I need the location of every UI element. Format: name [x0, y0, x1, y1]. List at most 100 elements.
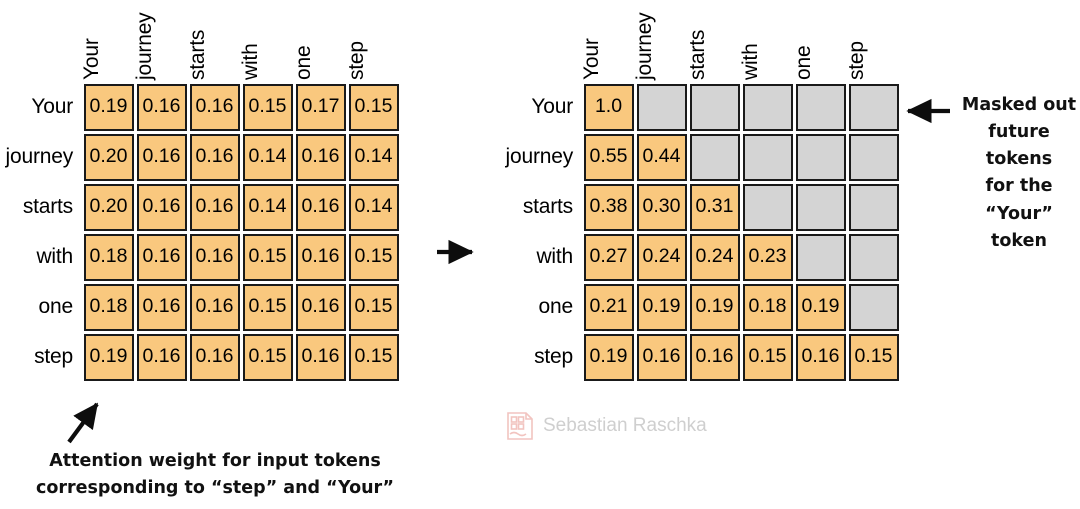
right-caption-line-4: token: [991, 230, 1047, 251]
right-caption-line-3: for the “Your”: [985, 176, 1053, 224]
right-cell-r0-c5: [848, 83, 899, 131]
right-cell-r2-c4: [795, 183, 846, 231]
right-caption-line-1: Masked out: [961, 95, 1077, 115]
right-row-label-2: starts: [522, 195, 573, 218]
left-cell-r1-c4: 0.16: [295, 133, 346, 181]
right-cell-r4-c4: 0.19: [795, 283, 846, 331]
left-cell-r1-c0: 0.20: [83, 133, 134, 181]
left-cell-r1-c5: 0.14: [348, 133, 399, 181]
left-cell-r2-c0: 0.20: [83, 183, 134, 231]
left-cell-r0-c1: 0.16: [136, 83, 187, 131]
right-caption: Masked out future tokens for the “Your” …: [958, 92, 1080, 255]
left-col-header-2: starts: [185, 6, 241, 82]
left-column-headers: Your journey starts with one step: [79, 6, 400, 82]
right-cell-r1-c2: [689, 133, 740, 181]
right-cell-r1-c3: [742, 133, 793, 181]
left-cell-r3-c3: 0.15: [242, 233, 293, 281]
left-cell-r5-c1: 0.16: [136, 333, 187, 381]
right-cell-r5-c1: 0.16: [636, 333, 687, 381]
right-cell-r1-c1: 0.44: [636, 133, 687, 181]
left-row-label-0: Your: [31, 95, 73, 118]
left-cell-r3-c0: 0.18: [83, 233, 134, 281]
right-cell-r3-c5: [848, 233, 899, 281]
left-cell-r0-c5: 0.15: [348, 83, 399, 131]
left-cell-r3-c4: 0.16: [295, 233, 346, 281]
right-col-header-1: journey: [632, 6, 688, 82]
left-col-header-label: journey: [132, 12, 156, 80]
left-col-header-0: Your: [79, 6, 135, 82]
left-cell-r4-c1: 0.16: [136, 283, 187, 331]
right-cell-r0-c2: [689, 83, 740, 131]
right-cell-r2-c2: 0.31: [689, 183, 740, 231]
left-cell-r0-c3: 0.15: [242, 83, 293, 131]
left-cell-r3-c5: 0.15: [348, 233, 399, 281]
left-col-header-5: step: [344, 6, 400, 82]
left-cell-r0-c0: 0.19: [83, 83, 134, 131]
left-row-label-4: one: [38, 295, 74, 318]
right-row-label-3: with: [536, 245, 573, 268]
right-cell-r2-c0: 0.38: [583, 183, 634, 231]
right-cell-r5-c0: 0.19: [583, 333, 634, 381]
left-cell-r1-c1: 0.16: [136, 133, 187, 181]
left-cell-r4-c5: 0.15: [348, 283, 399, 331]
right-cell-r3-c3: 0.23: [742, 233, 793, 281]
left-row-label-1: journey: [5, 145, 74, 168]
right-cell-r5-c5: 0.15: [848, 333, 899, 381]
right-cell-r4-c1: 0.19: [636, 283, 687, 331]
left-cell-r5-c3: 0.15: [242, 333, 293, 381]
left-caption: Attention weight for input tokens corres…: [0, 448, 430, 502]
right-cell-r1-c0: 0.55: [583, 133, 634, 181]
left-cell-r0-c2: 0.16: [189, 83, 240, 131]
right-col-header-label: Your: [579, 38, 603, 80]
right-row-label-5: step: [534, 345, 573, 368]
left-col-header-label: step: [344, 41, 368, 80]
left-cell-r2-c1: 0.16: [136, 183, 187, 231]
left-caption-arrow: [67, 402, 99, 444]
right-cell-r2-c1: 0.30: [636, 183, 687, 231]
right-col-header-label: with: [738, 43, 762, 80]
right-cell-r3-c1: 0.24: [636, 233, 687, 281]
left-cell-r3-c2: 0.16: [189, 233, 240, 281]
right-col-header-4: one: [792, 6, 847, 82]
left-cell-r2-c3: 0.14: [242, 183, 293, 231]
left-caption-line-1: Attention weight for input tokens: [49, 451, 381, 471]
left-col-header-label: starts: [185, 29, 209, 80]
right-col-header-3: with: [738, 6, 794, 82]
right-row-label-1: journey: [505, 145, 574, 168]
left-col-header-label: with: [238, 43, 262, 80]
right-cell-r4-c0: 0.21: [583, 283, 634, 331]
left-col-header-1: journey: [132, 6, 188, 82]
left-col-header-4: one: [291, 6, 347, 82]
right-caption-line-2: future tokens: [985, 122, 1053, 170]
right-col-header-2: starts: [686, 6, 741, 82]
right-cell-r3-c0: 0.27: [583, 233, 634, 281]
right-cell-r4-c5: [848, 283, 899, 331]
left-row-label-2: starts: [22, 195, 73, 218]
left-cell-r2-c2: 0.16: [189, 183, 240, 231]
right-cell-r0-c0: 1.0: [583, 83, 634, 131]
right-row-label-0: Your: [531, 95, 573, 118]
left-col-header-label: Your: [79, 38, 103, 80]
left-cell-r5-c4: 0.16: [295, 333, 346, 381]
left-cell-r1-c3: 0.14: [242, 133, 293, 181]
left-cell-r2-c4: 0.16: [295, 183, 346, 231]
left-cell-r1-c2: 0.16: [189, 133, 240, 181]
left-col-header-label: one: [291, 45, 315, 80]
right-cell-r0-c1: [636, 83, 687, 131]
left-cell-r5-c0: 0.19: [83, 333, 134, 381]
right-cell-r0-c4: [795, 83, 846, 131]
left-cell-r4-c4: 0.16: [295, 283, 346, 331]
left-caption-line-2: corresponding to “step” and “Your”: [35, 478, 395, 499]
right-cell-r3-c4: [795, 233, 846, 281]
right-col-header-label: journey: [632, 12, 656, 80]
left-cell-r4-c3: 0.15: [242, 283, 293, 331]
left-cell-r5-c5: 0.15: [348, 333, 399, 381]
right-cell-r0-c3: [742, 83, 793, 131]
right-cell-r2-c3: [742, 183, 793, 231]
right-cell-r4-c2: 0.19: [689, 283, 740, 331]
